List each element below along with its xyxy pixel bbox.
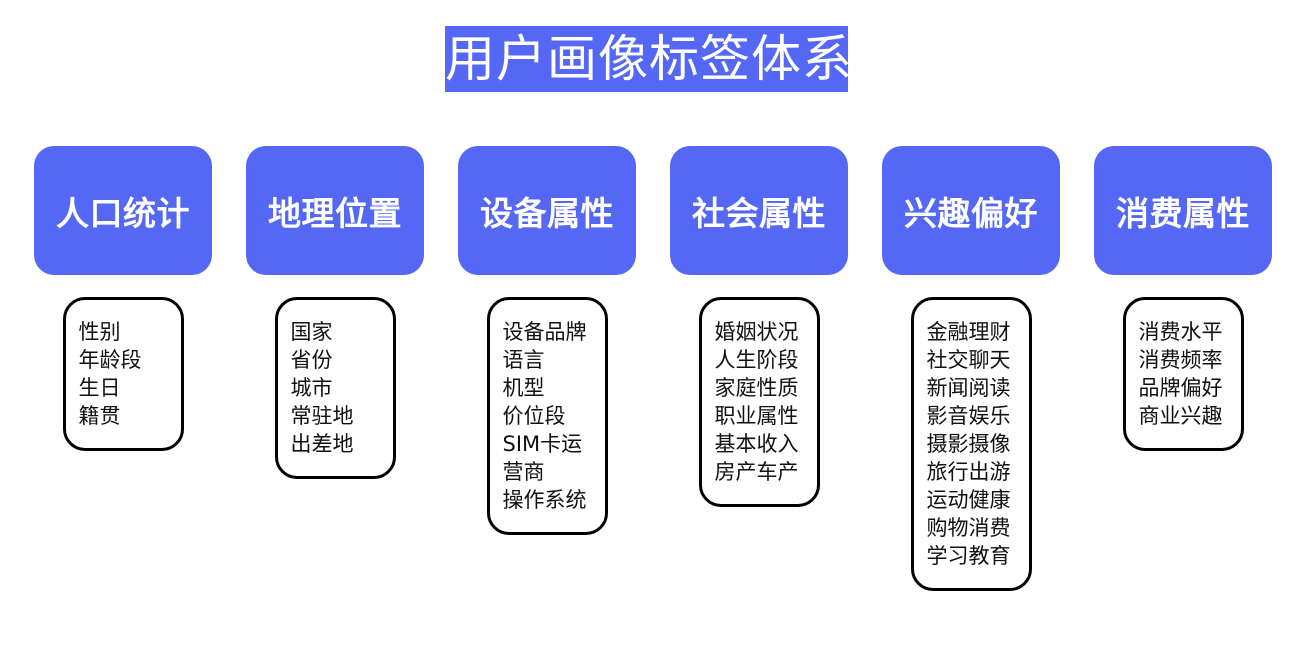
category-header-6[interactable]: 消费属性 <box>1094 146 1272 275</box>
detail-item: 出差地 <box>290 432 354 456</box>
category-columns: 人口统计性别年龄段生日籍贯地理位置国家省份城市常驻地出差地设备属性设备品牌语言机… <box>34 146 1272 591</box>
category-column: 设备属性设备品牌语言机型价位段 SIM卡运营商操作系统 <box>458 146 636 535</box>
detail-card-4: 婚姻状况人生阶段家庭性质职业属性基本收入房产车产 <box>698 297 820 507</box>
category-column: 人口统计性别年龄段生日籍贯 <box>34 146 212 451</box>
category-header-4[interactable]: 社会属性 <box>670 146 848 275</box>
detail-item: 人生阶段 <box>714 348 799 372</box>
detail-item: 设备品牌 <box>502 320 587 344</box>
detail-item: 品牌偏好 <box>1138 376 1223 400</box>
detail-item: 价位段 <box>502 404 566 428</box>
detail-item: 操作系统 <box>502 488 587 512</box>
detail-item: 基本收入 <box>714 432 799 456</box>
detail-item: 购物消费 <box>926 516 1011 540</box>
detail-item: 影音娱乐 <box>926 404 1011 428</box>
detail-card-2: 国家省份城市常驻地出差地 <box>274 297 396 479</box>
detail-item: 籍贯 <box>78 404 121 428</box>
category-column: 兴趣偏好金融理财社交聊天新闻阅读影音娱乐摄影摄像旅行出游运动健康购物消费学习教育 <box>882 146 1060 591</box>
detail-item: 商业兴趣 <box>1138 404 1223 428</box>
category-header-5[interactable]: 兴趣偏好 <box>882 146 1060 275</box>
detail-item: 金融理财 <box>926 320 1011 344</box>
detail-item: 营商 <box>502 460 545 484</box>
category-header-3[interactable]: 设备属性 <box>458 146 636 275</box>
detail-card-5: 金融理财社交聊天新闻阅读影音娱乐摄影摄像旅行出游运动健康购物消费学习教育 <box>910 297 1032 591</box>
category-header-1[interactable]: 人口统计 <box>34 146 212 275</box>
page-title: 用户画像标签体系 <box>445 26 852 92</box>
category-column: 地理位置国家省份城市常驻地出差地 <box>246 146 424 479</box>
detail-item: 学习教育 <box>926 544 1011 568</box>
detail-item: 职业属性 <box>714 404 799 428</box>
detail-item: 摄影摄像 <box>926 432 1011 456</box>
detail-item: 家庭性质 <box>714 376 799 400</box>
detail-item: 运动健康 <box>926 488 1011 512</box>
detail-card-6: 消费水平消费频率品牌偏好商业兴趣 <box>1122 297 1244 451</box>
detail-item: 新闻阅读 <box>926 376 1011 400</box>
category-column: 消费属性消费水平消费频率品牌偏好商业兴趣 <box>1094 146 1272 451</box>
detail-card-1: 性别年龄段生日籍贯 <box>62 297 184 451</box>
detail-item: 语言 <box>502 348 545 372</box>
detail-item: 城市 <box>290 376 333 400</box>
detail-item: 消费水平 <box>1138 320 1223 344</box>
detail-item: 年龄段 <box>78 348 142 372</box>
detail-card-3: 设备品牌语言机型价位段 SIM卡运营商操作系统 <box>486 297 608 535</box>
detail-item: 省份 <box>290 348 333 372</box>
detail-item: 旅行出游 <box>926 460 1011 484</box>
detail-item: 常驻地 <box>290 404 354 428</box>
detail-item: 性别 <box>78 320 121 344</box>
detail-item: 消费频率 <box>1138 348 1223 372</box>
detail-item: SIM卡运 <box>502 432 583 456</box>
detail-item: 社交聊天 <box>926 348 1011 372</box>
detail-item: 机型 <box>502 376 545 400</box>
detail-item: 婚姻状况 <box>714 320 799 344</box>
detail-item: 房产车产 <box>714 460 799 484</box>
detail-item: 生日 <box>78 376 121 400</box>
category-column: 社会属性婚姻状况人生阶段家庭性质职业属性基本收入房产车产 <box>670 146 848 507</box>
category-header-2[interactable]: 地理位置 <box>246 146 424 275</box>
detail-item: 国家 <box>290 320 333 344</box>
